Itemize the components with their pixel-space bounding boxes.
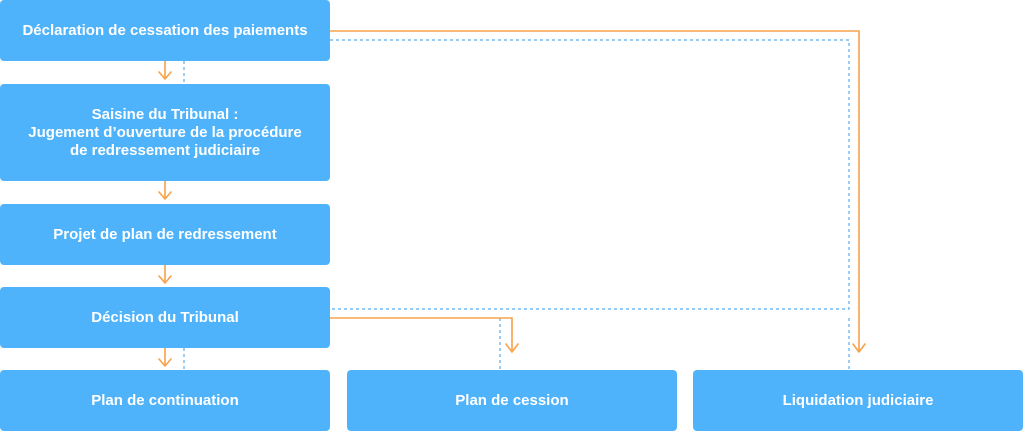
solid-connector-declaration-liquidation	[330, 30, 860, 352]
box-plan-cession: Plan de cession	[347, 370, 677, 431]
box-plan-continuation: Plan de continuation	[0, 370, 330, 431]
box-saisine-tribunal: Saisine du Tribunal : Jugement d’ouvertu…	[0, 84, 330, 181]
box-projet-label: Projet de plan de redressement	[53, 225, 277, 243]
box-decision-tribunal: Décision du Tribunal	[0, 287, 330, 348]
down-arrow-icon	[852, 343, 866, 353]
dashed-connectors	[183, 39, 850, 370]
down-arrow-icon	[158, 71, 172, 80]
down-arrow-icon	[158, 191, 172, 200]
down-arrow-icon	[505, 343, 519, 353]
box-continuation-label: Plan de continuation	[91, 391, 239, 409]
box-saisine-line-3: de redressement judiciaire	[69, 141, 261, 159]
box-declaration-cessation-paiements: Déclaration de cessation des paiements	[0, 0, 330, 61]
box-saisine-lines: Saisine du Tribunal : Jugement d’ouvertu…	[28, 106, 301, 160]
solid-connector-decision-cession	[330, 317, 513, 352]
box-saisine-line-1: Saisine du Tribunal :	[91, 105, 239, 123]
box-declaration-label: Déclaration de cessation des paiements	[22, 21, 308, 39]
box-decision-label: Décision du Tribunal	[91, 308, 239, 326]
down-arrow-icon	[158, 358, 172, 367]
solid-connectors	[164, 30, 860, 365]
box-projet-plan-redressement: Projet de plan de redressement	[0, 204, 330, 265]
box-liquidation-judiciaire: Liquidation judiciaire	[693, 370, 1023, 431]
box-cession-label: Plan de cession	[455, 391, 569, 409]
box-liquidation-label: Liquidation judiciaire	[782, 391, 934, 409]
dashed-connector-outer-loop	[330, 39, 850, 310]
down-arrow-icon	[158, 275, 172, 284]
box-saisine-line-2: Jugement d’ouverture de la procédure	[28, 123, 302, 141]
